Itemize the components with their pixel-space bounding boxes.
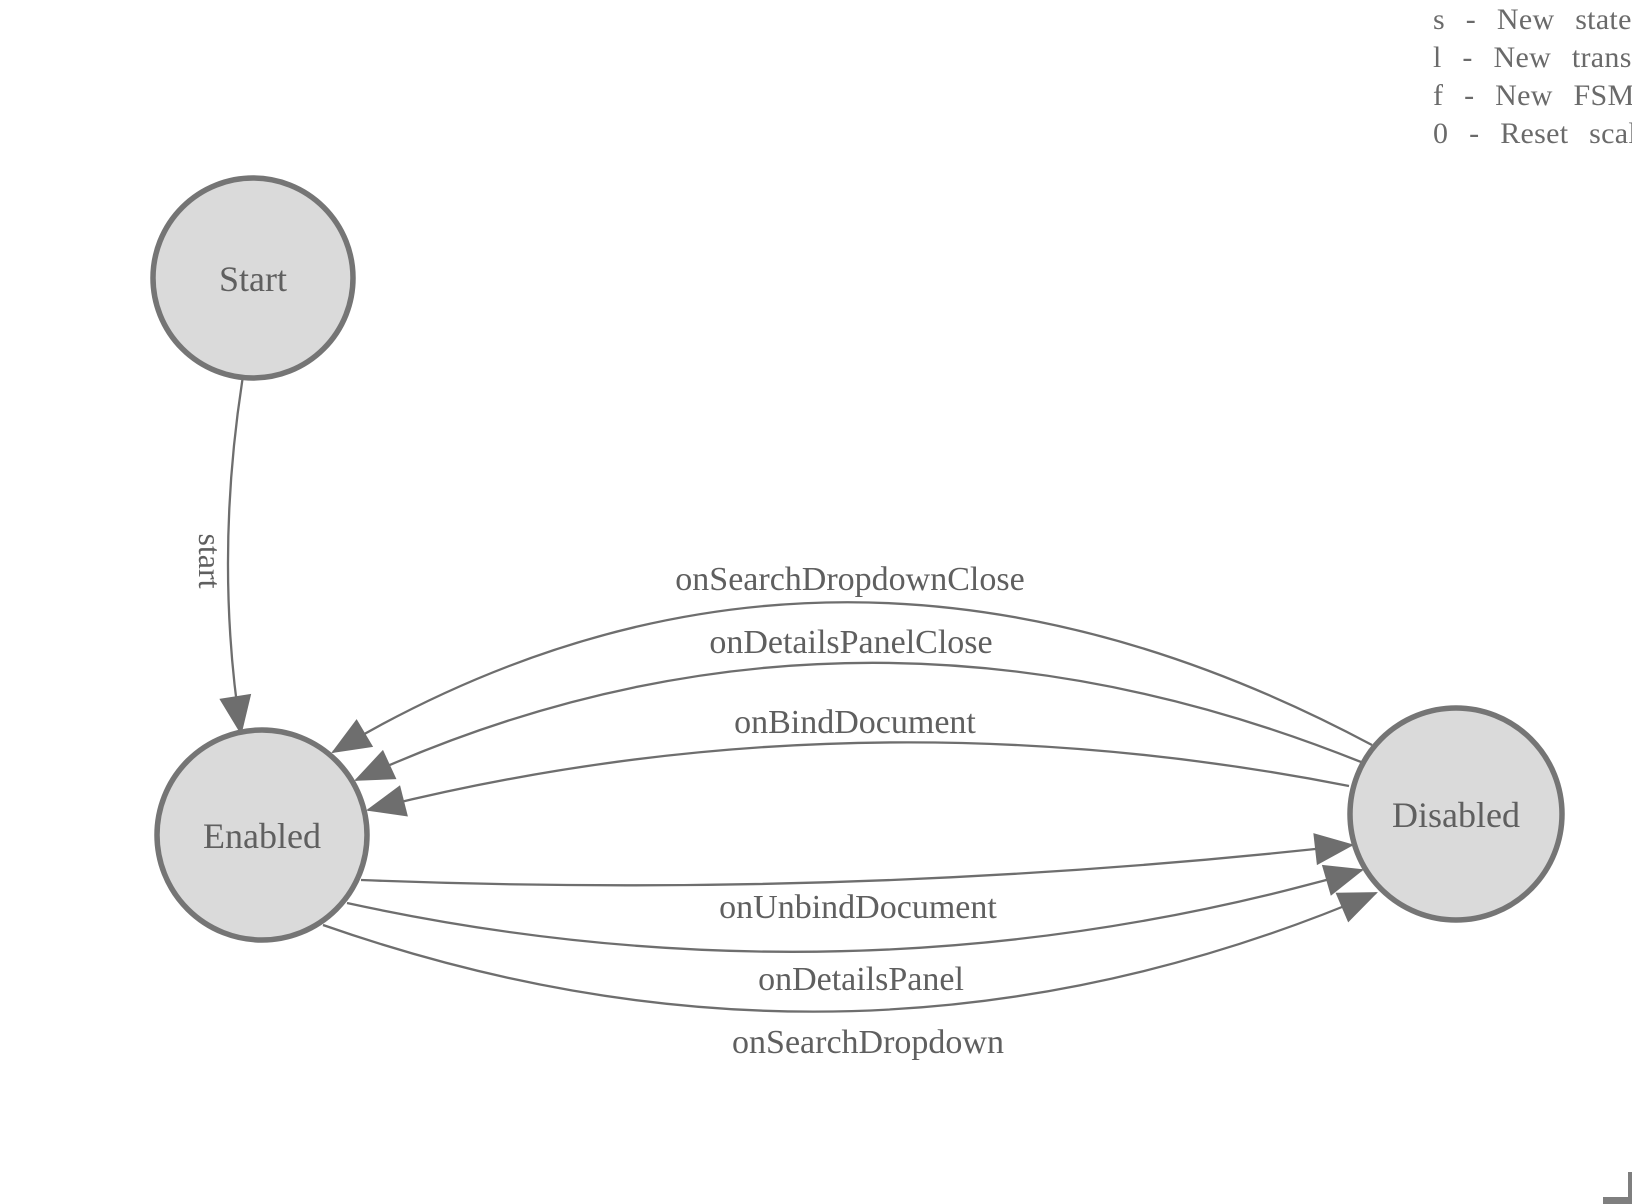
state-label-disabled: Disabled xyxy=(1392,795,1520,835)
edge-label-onDetailsPanelClose: onDetailsPanelClose xyxy=(709,624,992,661)
edge-onBindDocument[interactable] xyxy=(365,741,1350,817)
nodes-layer: Start Enabled Disabled xyxy=(150,175,1565,943)
state-circle-enabled[interactable] xyxy=(154,727,370,943)
state-circle-disabled[interactable] xyxy=(1347,705,1565,923)
state-node-disabled[interactable]: Disabled xyxy=(1347,705,1565,923)
edge-label-onDetailsPanel: onDetailsPanel xyxy=(758,961,964,998)
edge-label-start: start xyxy=(192,533,228,588)
shortcut-legend: s - New state l - New transition f - New… xyxy=(1433,1,1632,153)
edge-onUnbindDocument[interactable] xyxy=(360,833,1355,887)
legend-line-new-transition: l - New transition xyxy=(1433,41,1632,74)
state-label-start: Start xyxy=(219,259,287,299)
edge-labels-layer: start onSearchDropdownClose onDetailsPan… xyxy=(192,533,1025,1061)
edge-label-onSearchDropdown: onSearchDropdown xyxy=(732,1024,1004,1061)
legend-line-new-state: s - New state xyxy=(1433,3,1632,36)
edge-start-to-enabled[interactable] xyxy=(219,375,252,736)
edge-onSearchDropdown[interactable] xyxy=(322,891,1378,1013)
state-label-enabled: Enabled xyxy=(203,816,321,856)
state-circle-start[interactable] xyxy=(150,175,356,381)
legend-line-new-fsm: f - New FSM xyxy=(1433,79,1632,112)
edge-label-onBindDocument: onBindDocument xyxy=(734,704,976,741)
edge-onSearchDropdownClose[interactable] xyxy=(331,601,1373,754)
edges-layer xyxy=(219,375,1378,1013)
state-node-start[interactable]: Start xyxy=(150,175,356,381)
edge-label-onUnbindDocument: onUnbindDocument xyxy=(719,889,997,926)
edge-onDetailsPanelClose[interactable] xyxy=(354,661,1362,782)
state-node-enabled[interactable]: Enabled xyxy=(154,727,370,943)
legend-line-reset-scale: 0 - Reset scale xyxy=(1433,117,1632,150)
edge-onDetailsPanel[interactable] xyxy=(346,864,1365,953)
edge-label-onSearchDropdownClose: onSearchDropdownClose xyxy=(675,561,1024,598)
partial-offscreen-corner-shape xyxy=(1603,1172,1632,1204)
